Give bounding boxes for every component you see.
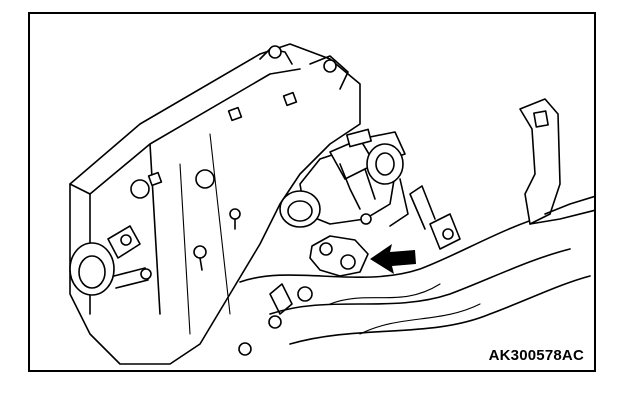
intake-manifold — [239, 185, 591, 345]
gasket — [309, 235, 369, 277]
engine-diagram — [69, 43, 594, 365]
studs — [193, 208, 252, 356]
cylinder-head — [69, 43, 361, 365]
right-bracket — [519, 98, 594, 225]
diagram-frame: AK300578AC — [28, 12, 596, 372]
callout-arrow — [370, 244, 416, 274]
figure-id-label: AK300578AC — [486, 347, 586, 364]
egr-valve — [279, 128, 409, 228]
end-port-flange — [69, 225, 152, 296]
